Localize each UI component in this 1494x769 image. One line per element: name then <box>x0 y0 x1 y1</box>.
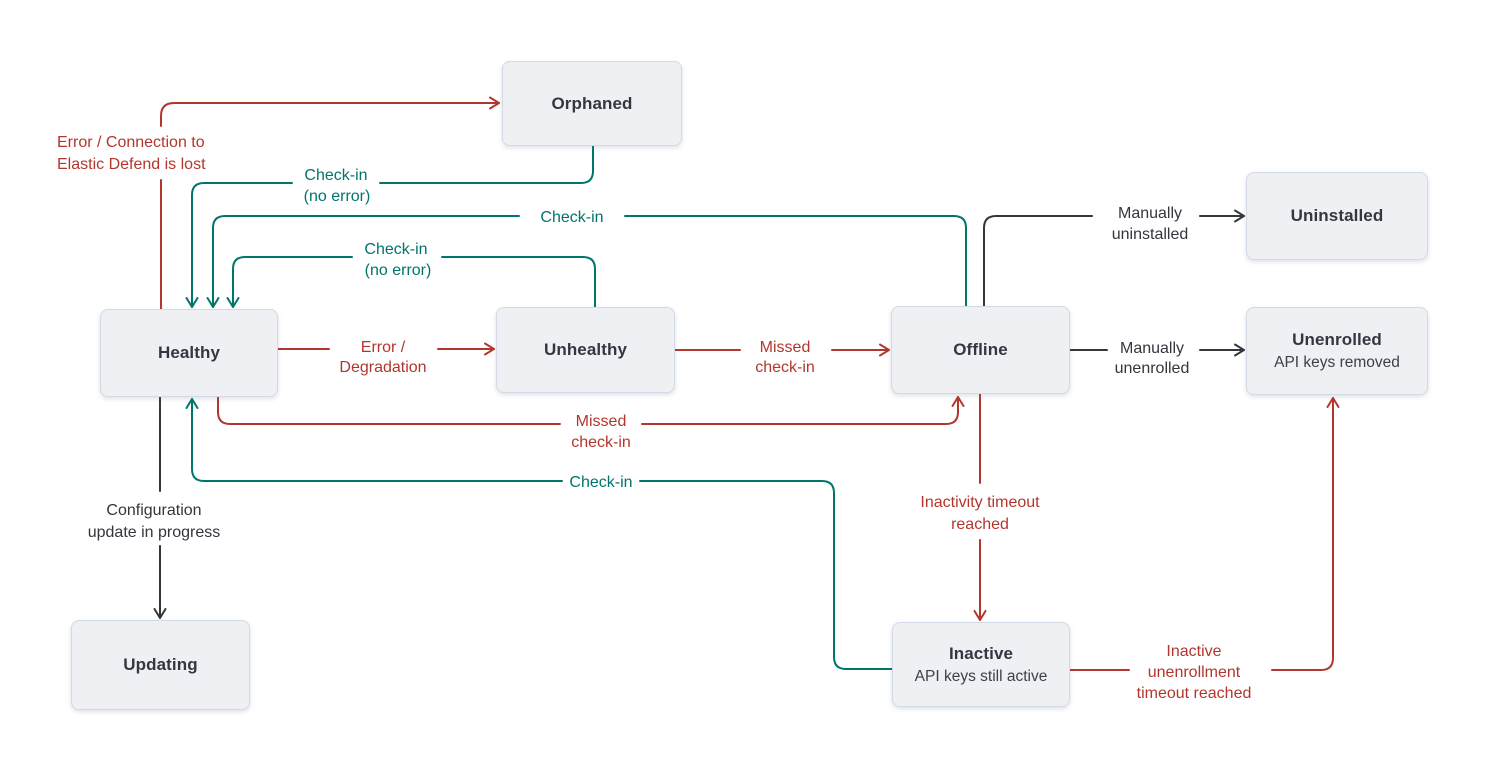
edge-label-orphaned-to-healthy-checkin-no-error: Check-in <box>304 167 367 184</box>
edge-label-offline-to-uninstalled-manually: Manually <box>1118 205 1182 222</box>
edge-label-unhealthy-to-offline-missed-checkin: check-in <box>755 359 815 376</box>
edge-label-orphaned-to-healthy-checkin-no-error: (no error) <box>304 188 371 205</box>
edge-label-healthy-to-updating-config-update: update in progress <box>88 524 221 541</box>
node-offline: Offline <box>891 306 1070 394</box>
edge-label-offline-to-unenrolled-manually: unenrolled <box>1115 360 1190 377</box>
edge-label-offline-to-unenrolled-manually: Manually <box>1120 340 1184 357</box>
node-healthy-label: Healthy <box>157 343 221 362</box>
edge-inactive-to-healthy-checkin <box>185 398 563 482</box>
edge-label-inactive-to-unenrolled-timeout: unenrollment <box>1148 664 1241 681</box>
edge-label-healthy-to-unhealthy-error-degradation: Error / <box>361 339 406 356</box>
edge-label-healthy-to-offline-missed-checkin: check-in <box>571 434 631 451</box>
node-orphaned: Orphaned <box>502 61 682 146</box>
edge-orphaned-to-healthy-checkin-no-error <box>185 182 293 308</box>
edge-label-healthy-to-offline-missed-checkin: Missed <box>576 413 627 430</box>
node-updating-label: Updating <box>123 655 198 674</box>
edge-offline-to-uninstalled-manually <box>983 215 1093 307</box>
node-offline-label: Offline <box>953 340 1008 359</box>
edge-label-offline-to-uninstalled-manually: uninstalled <box>1112 226 1189 243</box>
edge-unhealthy-to-healthy-checkin-no-error <box>441 256 596 308</box>
node-uninstalled: Uninstalled <box>1246 172 1428 260</box>
edge-label-inactive-to-unenrolled-timeout: Inactive <box>1166 643 1221 660</box>
edge-label-offline-to-inactive-inactivity-timeout: reached <box>951 516 1009 533</box>
edge-healthy-to-offline-missed-checkin <box>217 396 561 425</box>
edge-orphaned-to-healthy-checkin-no-error <box>379 145 594 184</box>
node-inactive-sublabel: API keys still active <box>914 667 1048 685</box>
node-unenrolled-sublabel: API keys removed <box>1274 354 1400 371</box>
edge-offline-to-healthy-checkin <box>624 215 967 307</box>
edge-healthy-to-orphaned <box>160 96 500 127</box>
node-unhealthy-label: Unhealthy <box>543 340 628 359</box>
edge-label-offline-to-inactive-inactivity-timeout: Inactivity timeout <box>920 494 1040 511</box>
node-healthy: Healthy <box>100 309 278 397</box>
edge-label-healthy-to-orphaned: Elastic Defend is lost <box>57 156 206 173</box>
edge-unhealthy-to-healthy-checkin-no-error <box>226 256 353 308</box>
edge-offline-to-healthy-checkin <box>206 215 520 308</box>
node-inactive-label: Inactive <box>948 643 1014 663</box>
edge-label-inactive-to-healthy-checkin: Check-in <box>569 474 632 491</box>
edge-label-inactive-to-unenrolled-timeout: timeout reached <box>1137 685 1252 702</box>
edge-label-unhealthy-to-healthy-checkin-no-error: (no error) <box>365 262 432 279</box>
edge-label-unhealthy-to-offline-missed-checkin: Missed <box>760 339 811 356</box>
node-unenrolled-label: Unenrolled <box>1292 330 1382 349</box>
node-updating: Updating <box>71 620 250 710</box>
edge-label-offline-to-healthy-checkin: Check-in <box>540 209 603 226</box>
edge-label-unhealthy-to-healthy-checkin-no-error: Check-in <box>364 241 427 258</box>
edge-inactive-to-unenrolled-timeout <box>1271 397 1340 671</box>
node-uninstalled-label: Uninstalled <box>1290 206 1384 225</box>
edge-label-healthy-to-unhealthy-error-degradation: Degradation <box>339 359 426 376</box>
edge-inactive-to-healthy-checkin <box>639 480 893 670</box>
edge-label-healthy-to-orphaned: Error / Connection to <box>57 134 205 151</box>
edge-label-healthy-to-updating-config-update: Configuration <box>106 502 201 519</box>
node-orphaned-label: Orphaned <box>551 93 633 113</box>
edge-healthy-to-offline-missed-checkin <box>641 396 965 425</box>
node-unhealthy: Unhealthy <box>496 307 675 393</box>
